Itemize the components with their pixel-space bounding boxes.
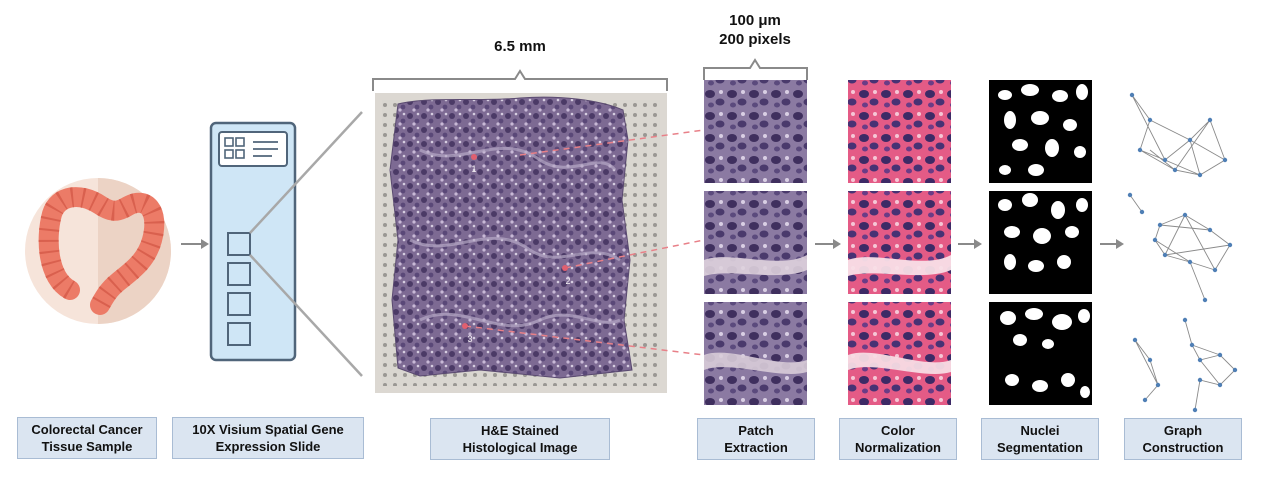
step-label-line1: Colorectal Cancer (31, 422, 143, 437)
step-label-line1: Color (881, 423, 915, 438)
step-label-line1: Patch (738, 423, 774, 438)
spot-label: 1 (471, 164, 476, 174)
step-label-he-image: H&E Stained Histological Image (430, 418, 610, 460)
arrow-icon (1100, 239, 1124, 249)
step-label-color-normalization: Color Normalization (839, 418, 957, 460)
arrow-icon (815, 239, 841, 249)
colon-illustration (25, 178, 171, 324)
segmentation-masks (989, 80, 1092, 405)
spot-label: 2 (565, 276, 570, 286)
step-label-graph-construction: Graph Construction (1124, 418, 1242, 460)
patch-size-bracket (703, 58, 808, 80)
step-label-line1: H&E Stained (480, 423, 559, 438)
step-label-nuclei-segmentation: Nuclei Segmentation (981, 418, 1099, 460)
spot-label: 3 (467, 334, 472, 344)
arrow-icon (958, 239, 982, 249)
step-label-line2: Extraction (724, 440, 788, 455)
step-label-line1: 10X Visium Spatial Gene (192, 422, 344, 437)
zoom-lines (249, 111, 363, 377)
arrow-icon (181, 239, 209, 249)
slide-width-label: 6.5 mm (494, 38, 546, 55)
patch-images (704, 80, 807, 405)
normalized-patch-images (848, 80, 951, 405)
step-label-tissue-sample: Colorectal Cancer Tissue Sample (17, 417, 157, 459)
he-slide-image (375, 93, 667, 393)
patch-size-line1: 100 μm (729, 12, 781, 29)
step-label-line1: Nuclei (1020, 423, 1060, 438)
step-label-line2: Construction (1142, 440, 1224, 455)
patch-size-line2: 200 pixels (719, 31, 791, 48)
step-label-line2: Tissue Sample (41, 439, 133, 454)
spot-markers (462, 154, 568, 329)
step-label-visium-slide: 10X Visium Spatial Gene Expression Slide (172, 417, 364, 459)
step-label-line2: Expression Slide (215, 439, 321, 454)
step-label-line1: Graph (1163, 423, 1203, 438)
patch-connector-lines (464, 129, 705, 356)
step-label-line2: Histological Image (462, 440, 578, 455)
cell-graphs (1129, 94, 1236, 411)
patch-size-label: 100 μm 200 pixels (685, 11, 825, 49)
step-label-line2: Segmentation (997, 440, 1083, 455)
slide-width-bracket (372, 69, 668, 91)
step-label-patch-extraction: Patch Extraction (697, 418, 815, 460)
visium-slide-illustration (209, 121, 297, 362)
graph-nodes (1127, 92, 1238, 413)
step-label-line2: Normalization (855, 440, 941, 455)
